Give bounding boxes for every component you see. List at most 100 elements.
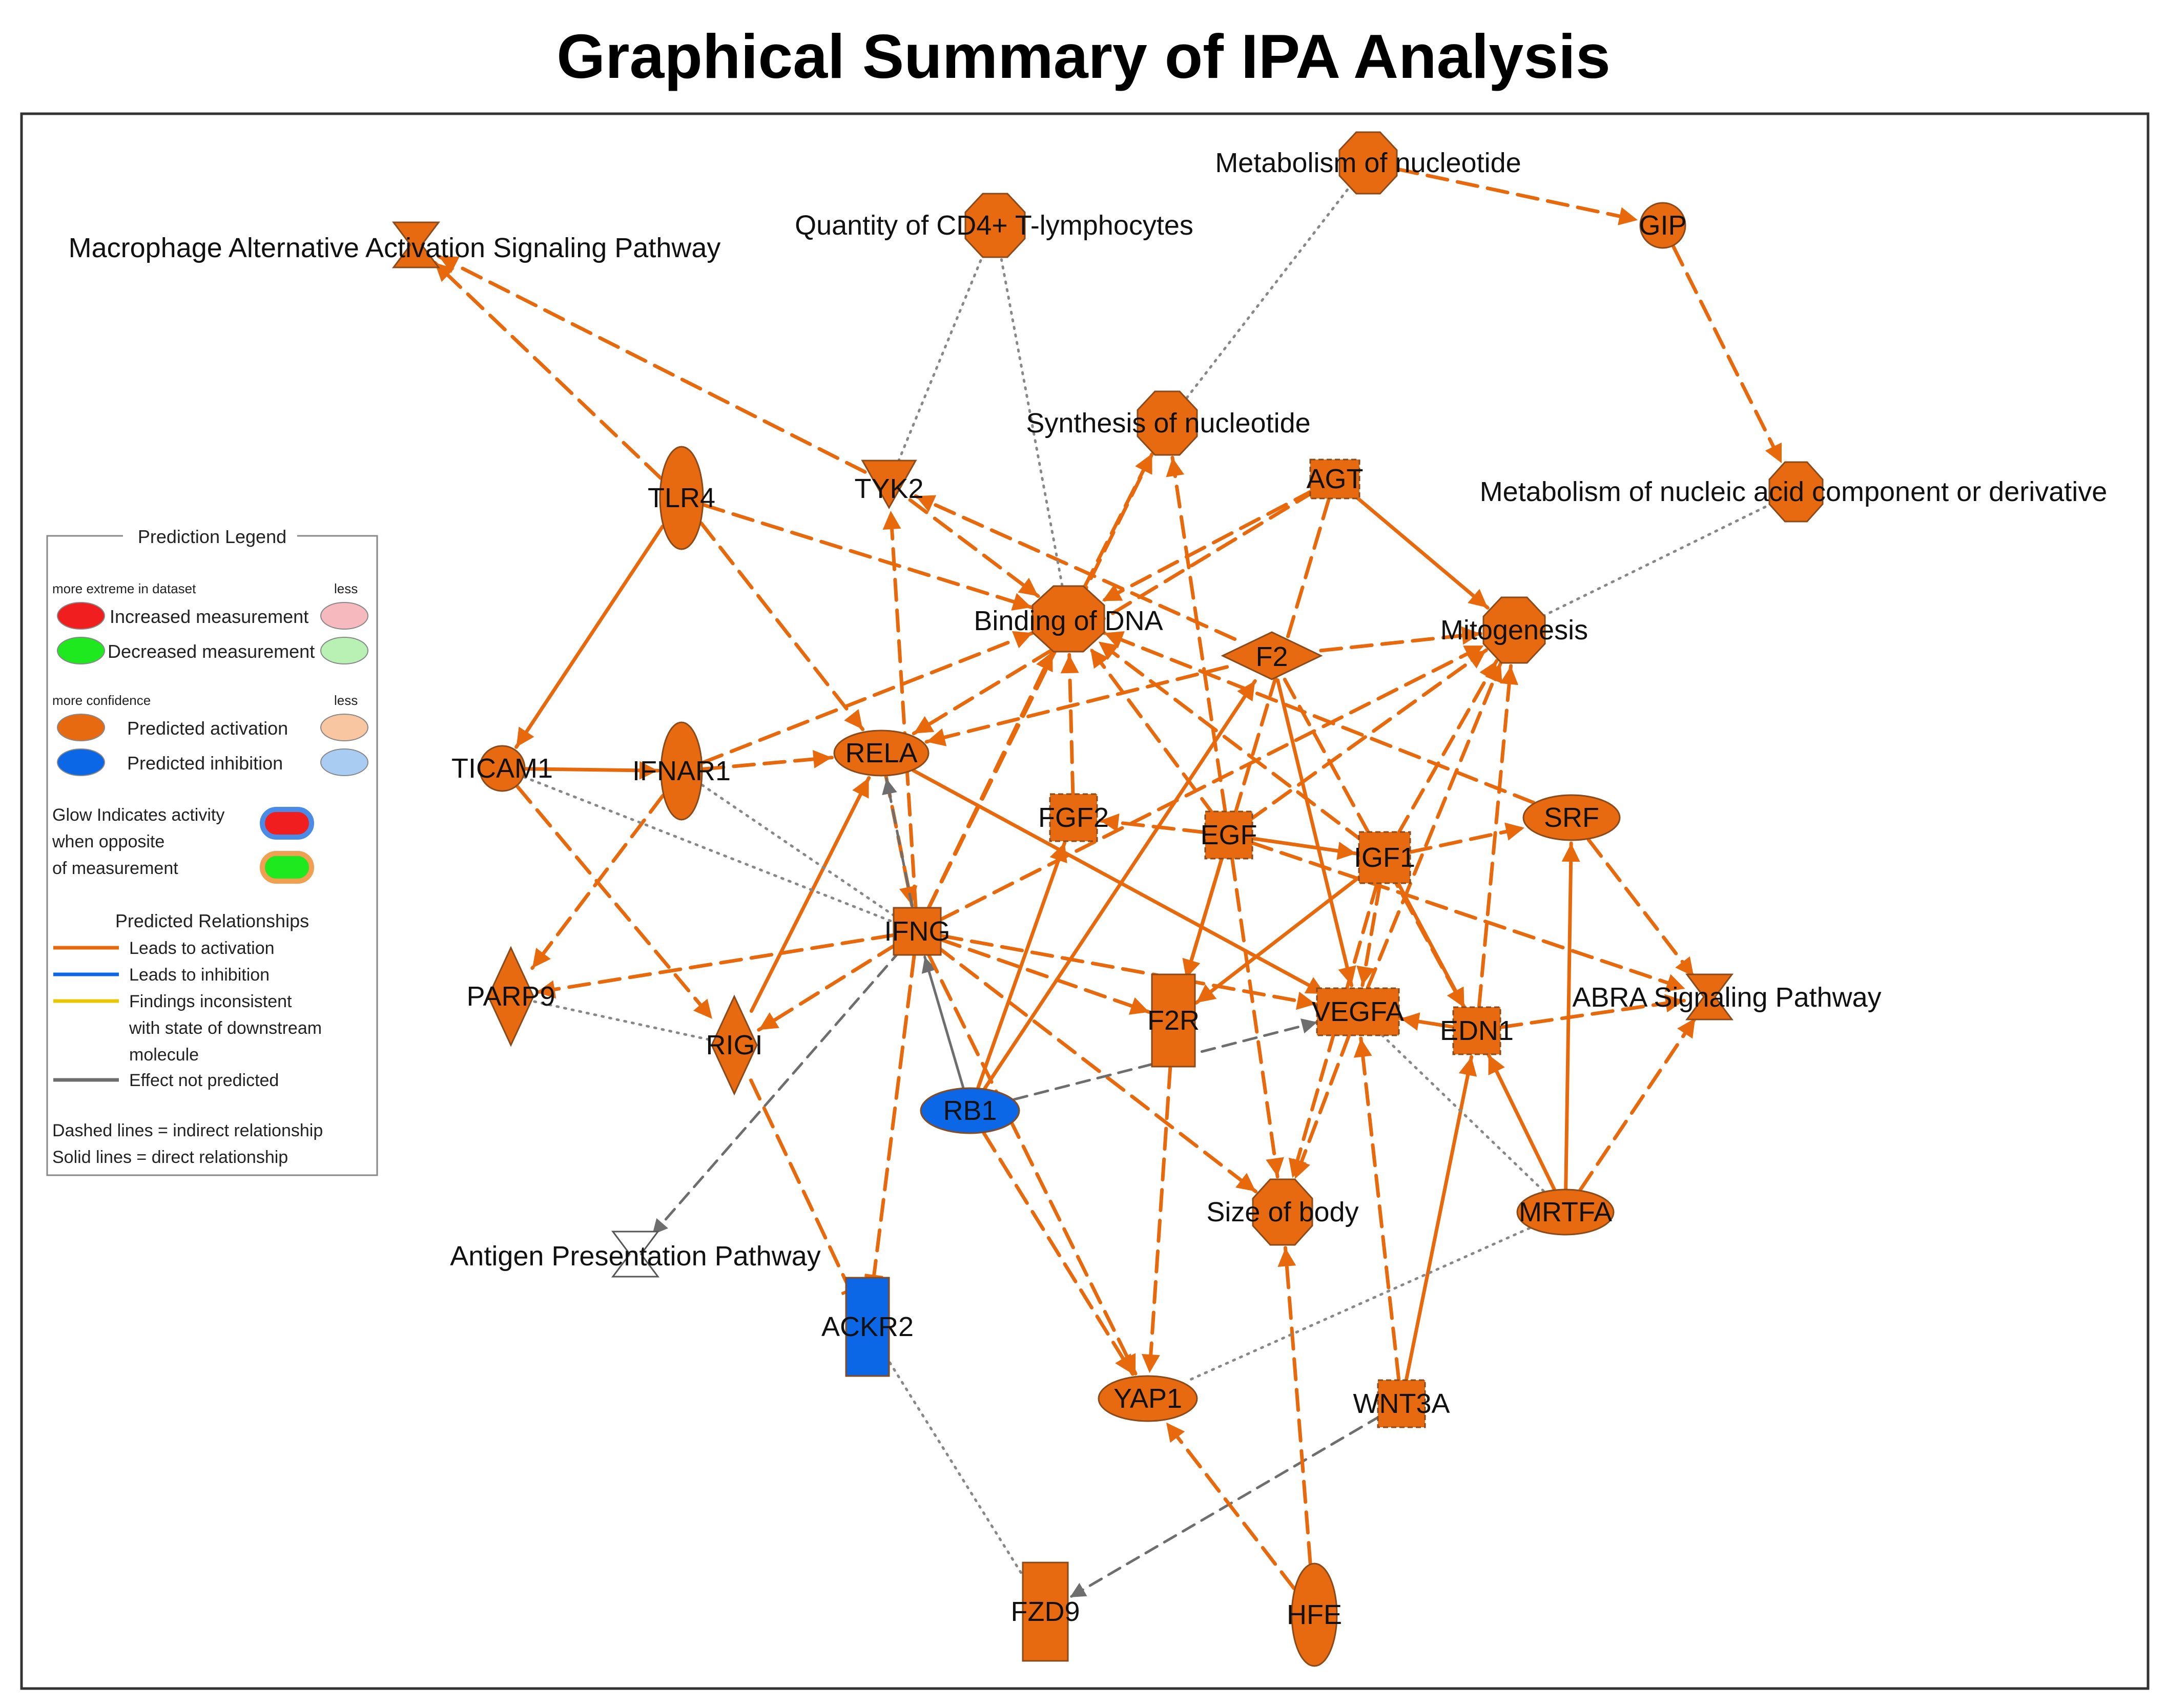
node-gip[interactable]: [1639, 202, 1686, 249]
legend-decreased-less-swatch: [320, 637, 368, 664]
edge-mrtfa-abra: [1578, 1016, 1697, 1192]
legend-decreased-swatch: [57, 637, 105, 664]
legend-dashed-note: Dashed lines = indirect relationship: [52, 1121, 323, 1140]
legend-activation-label: Predicted activation: [127, 718, 288, 739]
edge-gip-metab_nucleic: [1671, 244, 1784, 465]
arrowhead-f2-tyk2: [915, 495, 937, 512]
node-yap1[interactable]: [1098, 1375, 1198, 1422]
arrowhead-f2-rela: [926, 728, 947, 746]
node-parp9[interactable]: [487, 946, 534, 1047]
legend-box: [46, 535, 378, 1176]
node-size_body[interactable]: [1252, 1178, 1313, 1246]
node-label-metab_nuc: Metabolism of nucleotide: [1215, 148, 1521, 178]
legend-rel-inconsistent-3: molecule: [129, 1045, 199, 1065]
node-mitogenesis[interactable]: [1482, 596, 1546, 664]
node-f2r[interactable]: [1151, 973, 1196, 1068]
edge-ifnar1-rela: [701, 756, 834, 771]
node-cd4[interactable]: [964, 193, 1026, 258]
arrowhead-ifng-yap1: [1119, 1353, 1136, 1374]
node-label-edn1: EDN1: [1440, 1015, 1514, 1046]
node-ifng[interactable]: [893, 907, 942, 956]
node-binding_dna[interactable]: [1031, 585, 1105, 653]
legend-rel-activation: Leads to activation: [129, 939, 275, 958]
arrowhead-agt-mitogenesis: [1468, 589, 1488, 608]
edge-hfe-size_body: [1284, 1246, 1312, 1565]
node-tyk2[interactable]: [861, 460, 917, 510]
node-srf[interactable]: [1522, 794, 1621, 841]
edge-ifnar1-parp9: [530, 794, 665, 970]
node-edn1[interactable]: [1452, 1006, 1501, 1055]
node-label-gip: GIP: [1639, 210, 1686, 241]
node-label-hfe: HFE: [1287, 1599, 1342, 1630]
node-ticam1[interactable]: [479, 745, 526, 792]
edge-egf-fgf2: [1098, 819, 1206, 835]
node-ackr2[interactable]: [845, 1277, 890, 1377]
legend-title: Prediction Legend: [138, 526, 286, 547]
node-ifnar1[interactable]: [660, 721, 703, 821]
node-tlr4[interactable]: [659, 446, 704, 550]
node-rigi[interactable]: [711, 994, 758, 1096]
edge-rb1-fgf2: [976, 841, 1067, 1090]
arrowhead-rb1-ifng: [921, 956, 937, 974]
legend-rel-inhibition: Leads to inhibition: [129, 965, 270, 985]
edge-f2-rela: [924, 665, 1229, 744]
arrowhead-rb1-f2: [1237, 681, 1255, 702]
node-label-abra: ABRA Signaling Pathway: [1572, 982, 1881, 1013]
arrowhead-ifng-parp9: [536, 980, 556, 999]
node-label-srf: SRF: [1544, 802, 1599, 833]
node-synth_nuc[interactable]: [1137, 390, 1198, 456]
arrowhead-igf1-binding_dna: [1098, 641, 1119, 660]
node-rb1[interactable]: [920, 1087, 1020, 1134]
node-vegfa[interactable]: [1316, 987, 1400, 1036]
node-metab_nuc[interactable]: [1338, 131, 1398, 195]
arrowhead-edn1-abra: [1664, 994, 1684, 1013]
node-label-yap1: YAP1: [1113, 1383, 1182, 1414]
edge-ifng-synth_nuc: [926, 452, 1154, 911]
node-label-ticam1: TICAM1: [451, 753, 553, 784]
edge-ifng-mitogenesis: [937, 643, 1485, 922]
legend-rel-not-predicted: Effect not predicted: [129, 1071, 279, 1090]
edge-mrtfa-vegfa: [1380, 1033, 1545, 1193]
arrowhead-wnt3a-edn1: [1458, 1057, 1477, 1077]
node-label-agt: AGT: [1306, 464, 1363, 494]
node-abra[interactable]: [1685, 973, 1733, 1020]
edges-layer: [432, 167, 1784, 1599]
legend-increased-less-swatch: [320, 602, 368, 630]
edge-mrtfa-srf: [1564, 841, 1573, 1191]
edge-edn1-abra: [1499, 998, 1686, 1029]
edge-ticam1-ifng: [523, 776, 894, 923]
edge-igf1-edn1: [1395, 879, 1467, 1009]
node-fzd9[interactable]: [1022, 1561, 1069, 1662]
node-macrophage[interactable]: [392, 221, 440, 268]
edge-rigi-ackr2: [749, 1078, 852, 1292]
edge-synth_nuc-metab_nuc: [1185, 188, 1350, 400]
node-agt[interactable]: [1309, 459, 1360, 499]
edge-mrtfa-edn1: [1487, 1053, 1556, 1191]
node-fgf2[interactable]: [1049, 793, 1098, 842]
edge-rb1-f2: [983, 679, 1257, 1090]
node-metab_nucleic[interactable]: [1768, 461, 1824, 523]
edge-rigi-rela: [750, 776, 871, 1013]
node-wnt3a[interactable]: [1377, 1379, 1426, 1428]
edge-f2-vegfa: [1276, 678, 1354, 987]
arrowhead-wnt3a-fzd9: [1070, 1582, 1087, 1597]
node-antigen[interactable]: [611, 1231, 659, 1278]
arrowhead-tlr4-binding_dna: [1011, 593, 1031, 611]
edge-igf1-srf: [1409, 826, 1526, 854]
arrowhead-ifng-f2r: [1128, 997, 1149, 1015]
edge-hfe-yap1: [1164, 1421, 1296, 1590]
edge-ifng-vegfa: [939, 934, 1318, 1006]
node-hfe[interactable]: [1291, 1563, 1338, 1667]
legend-rel-inconsistent-1: Findings inconsistent: [129, 992, 292, 1011]
node-egf[interactable]: [1204, 810, 1253, 860]
node-mrtfa[interactable]: [1516, 1189, 1615, 1236]
page-title: Graphical Summary of IPA Analysis: [556, 22, 1611, 91]
arrowhead-igf1-srf: [1504, 822, 1524, 841]
edge-vegfa-size_body: [1293, 1034, 1351, 1181]
node-igf1[interactable]: [1358, 831, 1411, 884]
arrowhead-ifng-vegfa: [1296, 991, 1316, 1010]
arrowhead-srf-abra: [1675, 956, 1694, 977]
edge-igf1-binding_dna: [1097, 639, 1365, 844]
node-rela[interactable]: [833, 730, 930, 777]
node-f2[interactable]: [1221, 631, 1323, 680]
